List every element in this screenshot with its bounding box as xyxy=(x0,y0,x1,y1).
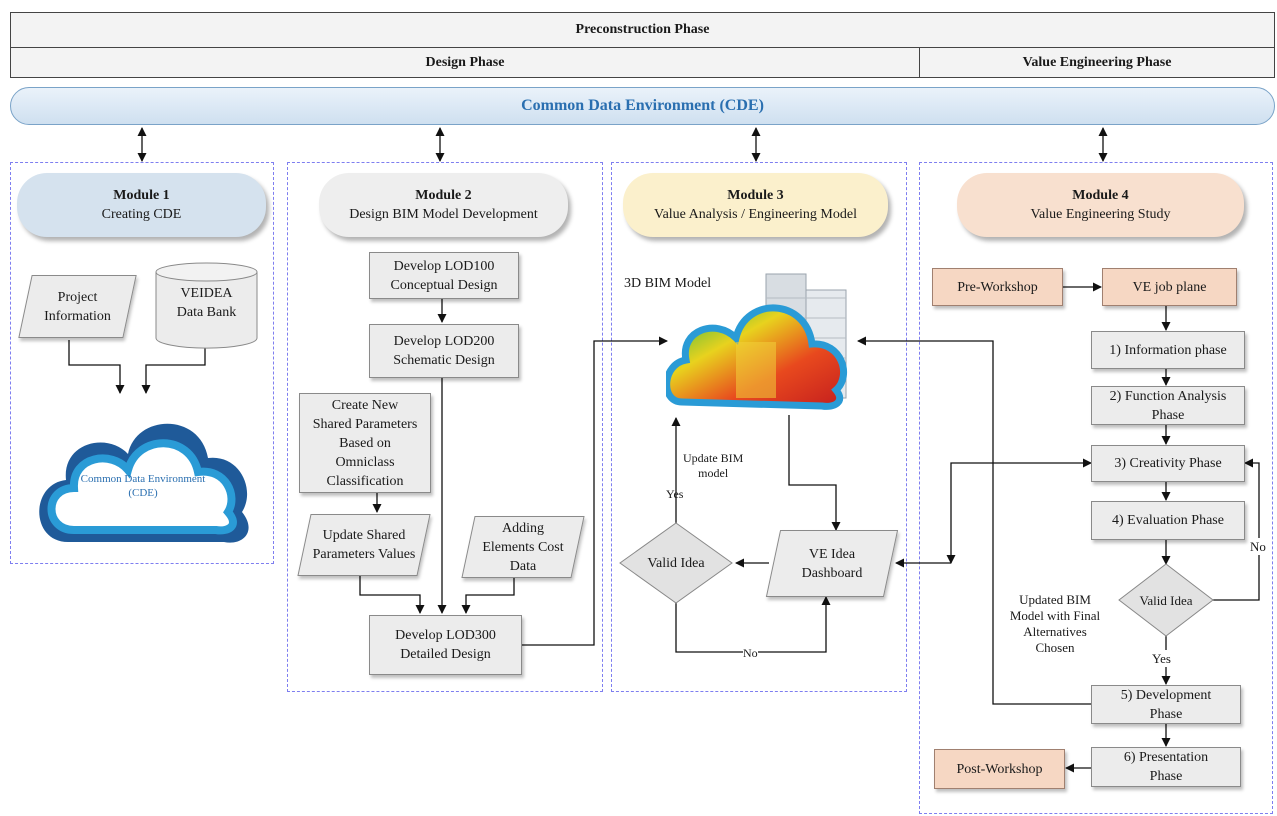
yes-label-m3: Yes xyxy=(666,487,684,501)
valid-idea-label-m3: Valid Idea xyxy=(647,555,705,571)
no-label-m4: No xyxy=(1250,538,1266,555)
module4-subtitle: Value Engineering Study xyxy=(1030,207,1171,222)
design-phase-header: Design Phase xyxy=(10,47,920,78)
no-label-m3: No xyxy=(743,645,758,662)
ve-phase-header: Value Engineering Phase xyxy=(919,47,1275,78)
module1-header: Module 1 Creating CDE xyxy=(17,173,266,237)
module2-container xyxy=(287,162,603,692)
bim-model-image xyxy=(666,273,848,410)
cloud-text: Common Data Environment(CDE) xyxy=(80,473,206,499)
module4-container xyxy=(919,162,1273,814)
preconstruction-phase-header: Preconstruction Phase xyxy=(10,12,1275,48)
module4-title: Module 4 xyxy=(1072,188,1129,203)
evaluation-phase-box: 4) Evaluation Phase xyxy=(1091,501,1245,540)
module2-header: Module 2 Design BIM Model Development xyxy=(319,173,568,237)
valid-idea-label-m4: Valid Idea xyxy=(1139,592,1193,608)
module1-subtitle: Creating CDE xyxy=(101,207,182,222)
post-workshop-box: Post-Workshop xyxy=(934,749,1065,789)
cloud-icon xyxy=(39,423,249,543)
yes-label-m4: Yes xyxy=(1152,650,1171,667)
creativity-phase-box: 3) Creativity Phase xyxy=(1091,445,1245,482)
info-phase-box: 1) Information phase xyxy=(1091,331,1245,369)
module3-subtitle: Value Analysis / Engineering Model xyxy=(654,207,857,222)
module2-subtitle: Design BIM Model Development xyxy=(349,207,538,222)
pre-workshop-box: Pre-Workshop xyxy=(932,268,1063,306)
module3-header: Module 3 Value Analysis / Engineering Mo… xyxy=(623,173,888,237)
valid-idea-diamond-m4 xyxy=(1118,563,1214,637)
bim-model-label: 3D BIM Model xyxy=(624,276,712,291)
cde-bar: Common Data Environment (CDE) xyxy=(10,87,1275,125)
data-bank-cylinder xyxy=(155,262,258,349)
module1-title: Module 1 xyxy=(113,188,170,203)
module4-header: Module 4 Value Engineering Study xyxy=(957,173,1244,237)
module1-container xyxy=(10,162,274,564)
module3-container xyxy=(611,162,907,692)
module3-title: Module 3 xyxy=(727,188,784,203)
module2-title: Module 2 xyxy=(415,188,472,203)
job-plan-box: VE job plane xyxy=(1102,268,1237,306)
valid-idea-diamond-m3 xyxy=(619,522,733,604)
